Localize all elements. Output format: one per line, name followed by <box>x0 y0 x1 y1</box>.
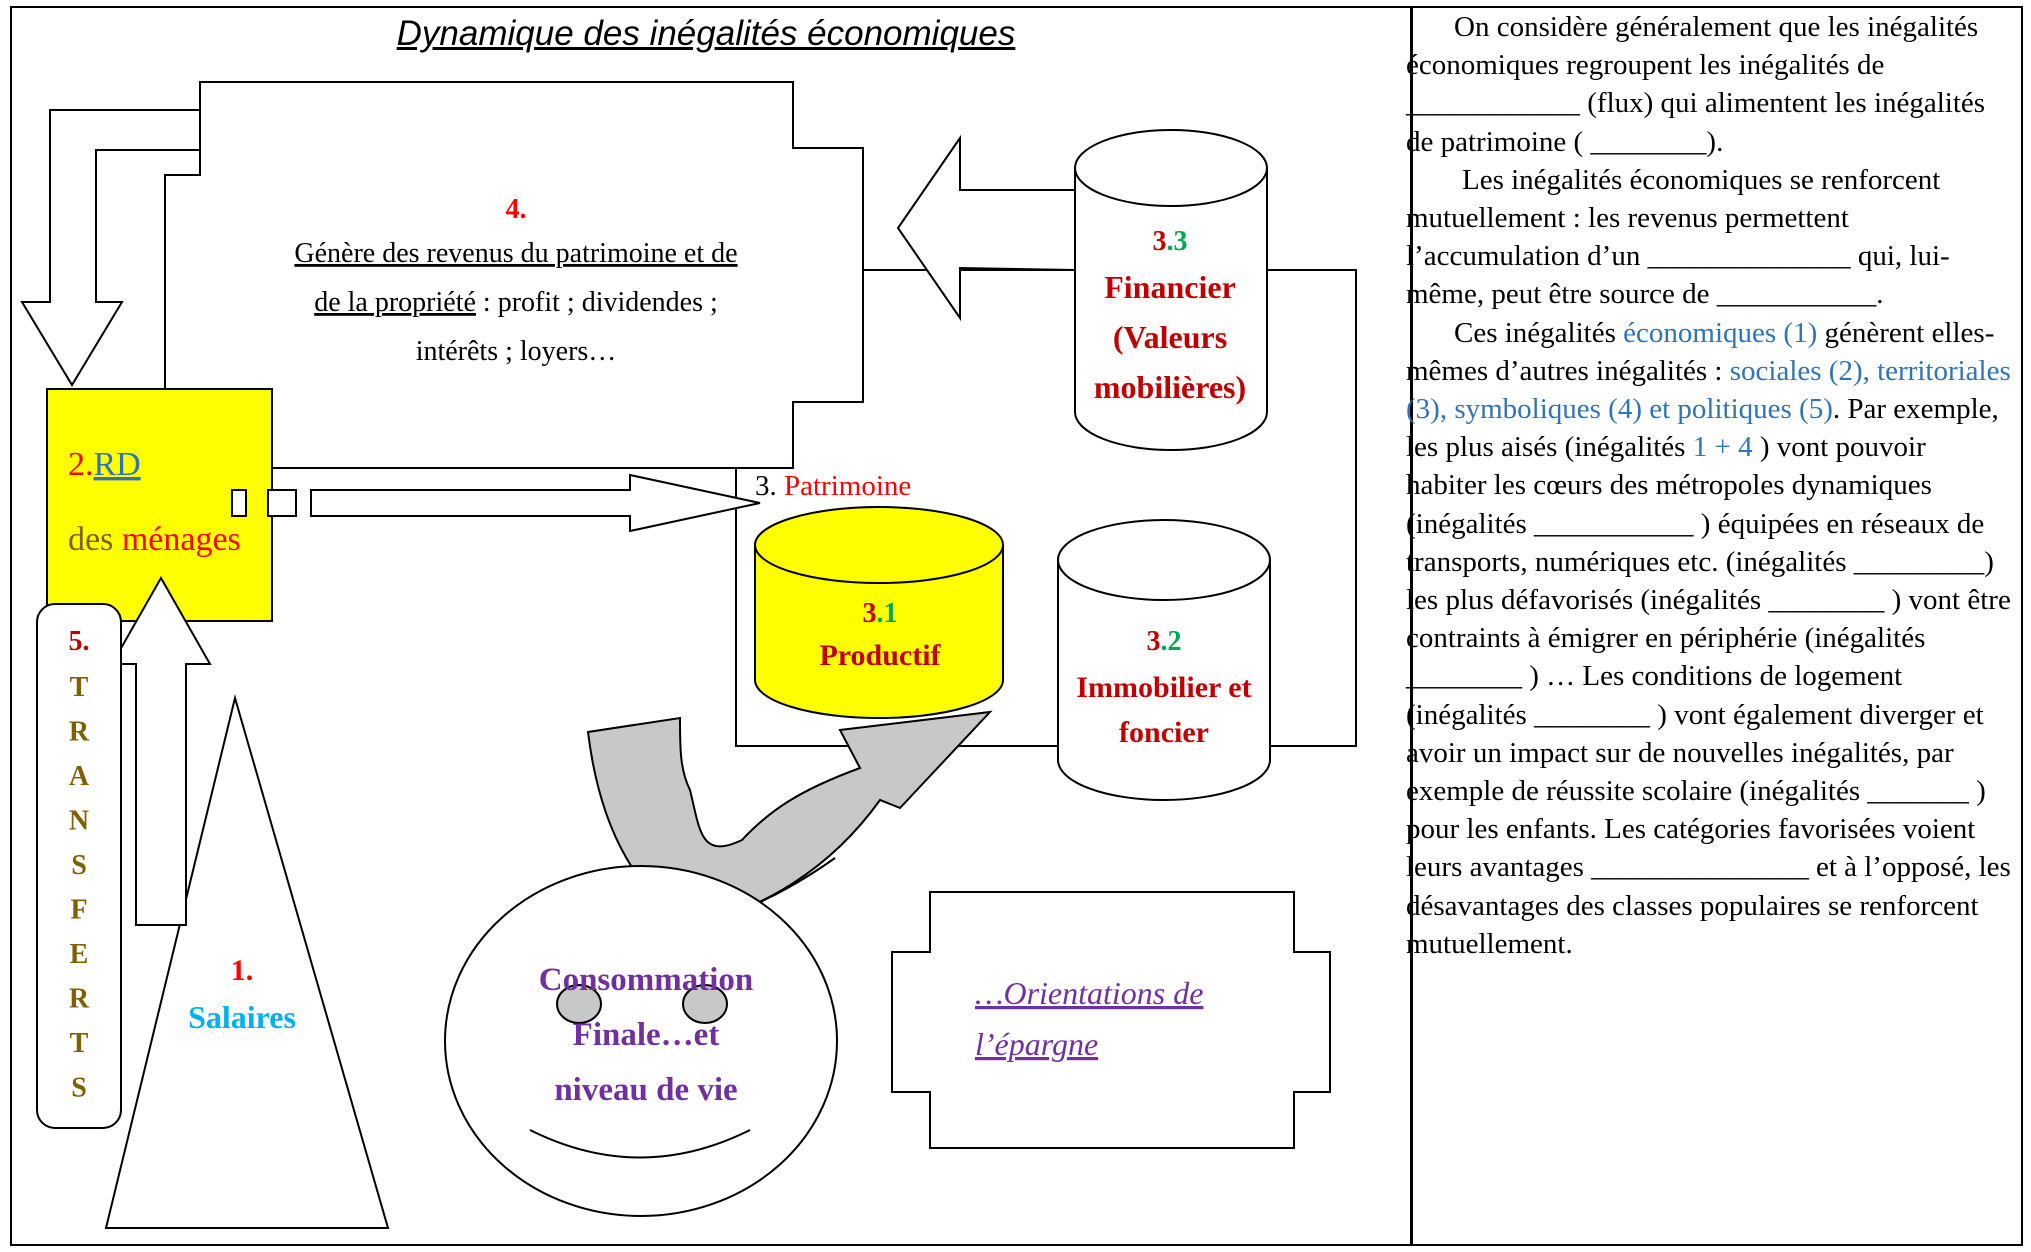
p3-economiques: économiques (1) <box>1623 316 1818 349</box>
productif-label: Productif <box>819 639 941 672</box>
p3-text-g: ) vont pouvoir habiter les cœurs des mét… <box>1406 431 2011 960</box>
text-frame <box>1411 6 2023 1246</box>
consommation-line1: Consommation <box>539 962 754 998</box>
transferts-box <box>36 603 122 1129</box>
smiley-mouth <box>529 1129 751 1159</box>
financier-number: 3.3 <box>1153 226 1188 257</box>
revenus-patrimoine-box <box>164 81 864 469</box>
patrimoine-label: 3. Patrimoine <box>755 470 911 502</box>
orientations-box <box>891 891 1331 1149</box>
immobilier-cylinder-body <box>1057 560 1271 801</box>
consommation-circle <box>444 865 838 1217</box>
arrow-rd-to-patrimoine <box>310 473 761 533</box>
arrow-to-revenus <box>896 134 1076 322</box>
transferts-letter: A <box>69 761 90 792</box>
paragraph-1: On considère généralement que les inégal… <box>1406 11 1986 158</box>
productif-cylinder-body <box>754 545 1004 719</box>
paragraph-3: Ces inégalités économiques (1) génèrent … <box>1406 314 2012 963</box>
revenus-line2-rest: : profit ; dividendes ; <box>476 287 718 318</box>
transferts-letter: R <box>69 717 90 748</box>
p3-one-plus-four: 1 + 4 <box>1692 431 1753 464</box>
salaires-triangle <box>104 694 390 1229</box>
p3-inequality-list: sociales (2), territoriales (3), symboli… <box>1406 354 2011 426</box>
immobilier-line2: foncier <box>1119 716 1209 749</box>
productif-cylinder-top <box>754 506 1004 584</box>
arrow-dash-1 <box>231 489 247 517</box>
rd-subtitle: des ménages <box>68 521 241 558</box>
rd-title: 2.RD <box>68 446 141 483</box>
smiley-left-eye <box>556 984 602 1024</box>
consommation-line3: niveau de vie <box>554 1072 737 1108</box>
revenus-number: 4. <box>506 194 527 225</box>
arrow-dash-2 <box>267 489 297 517</box>
transferts-number: 5. <box>69 626 90 657</box>
immobilier-number: 3.2 <box>1147 626 1182 657</box>
revenus-line2: de la propriété : profit ; dividendes ; <box>314 287 718 318</box>
explanatory-text: On considère généralement que les inégal… <box>1406 8 2012 963</box>
inequality-diagram: 4. Génère des revenus du patrimoine et d… <box>20 81 1357 1229</box>
immobilier-cylinder-top <box>1057 519 1271 601</box>
p3-text-c: génèrent elles-mêmes d’autres inégalités… <box>1406 316 1995 387</box>
transferts-letter: N <box>69 806 89 837</box>
revenus-line2-underlined: de la propriété <box>314 287 476 318</box>
orientations-line2: l’épargne <box>975 1026 1098 1062</box>
immobilier-line1: Immobilier et <box>1076 671 1251 704</box>
financier-line2: (Valeurs <box>1113 319 1227 355</box>
transferts-letter: E <box>70 939 89 970</box>
revenus-line1: Génère des revenus du patrimoine et de <box>294 238 737 269</box>
financier-line3: mobilières) <box>1094 369 1246 405</box>
diagram-title: Dynamique des inégalités économiques <box>396 14 1016 53</box>
transferts-letter: S <box>71 850 87 881</box>
p3-text-e: . Par exemple, les plus aisés (inégalité… <box>1406 393 1999 464</box>
financier-cylinder-body <box>1074 168 1268 451</box>
consommation-line2: Finale…et <box>573 1017 720 1053</box>
financier-line1: Financier <box>1104 269 1236 305</box>
transferts-letter: T <box>70 1028 89 1059</box>
salaires-number: 1. <box>231 954 254 987</box>
transferts-letter: S <box>71 1073 87 1104</box>
paragraph-2: Les inégalités économiques se renforcent… <box>1406 163 1950 311</box>
arrow-salaires-to-rd <box>110 575 212 926</box>
productif-number: 3.1 <box>863 598 898 629</box>
orientations-line1: …Orientations de <box>975 975 1203 1011</box>
revenus-line3: intérêts ; loyers… <box>416 336 617 367</box>
transferts-letter: R <box>69 984 90 1015</box>
salaires-label: Salaires <box>188 999 296 1035</box>
smiley-right-eye <box>682 984 728 1024</box>
p3-text-a: Ces inégalités <box>1454 316 1624 349</box>
transferts-letter: T <box>70 672 89 703</box>
financier-cylinder-top <box>1074 129 1268 207</box>
transferts-letter: F <box>70 895 87 926</box>
